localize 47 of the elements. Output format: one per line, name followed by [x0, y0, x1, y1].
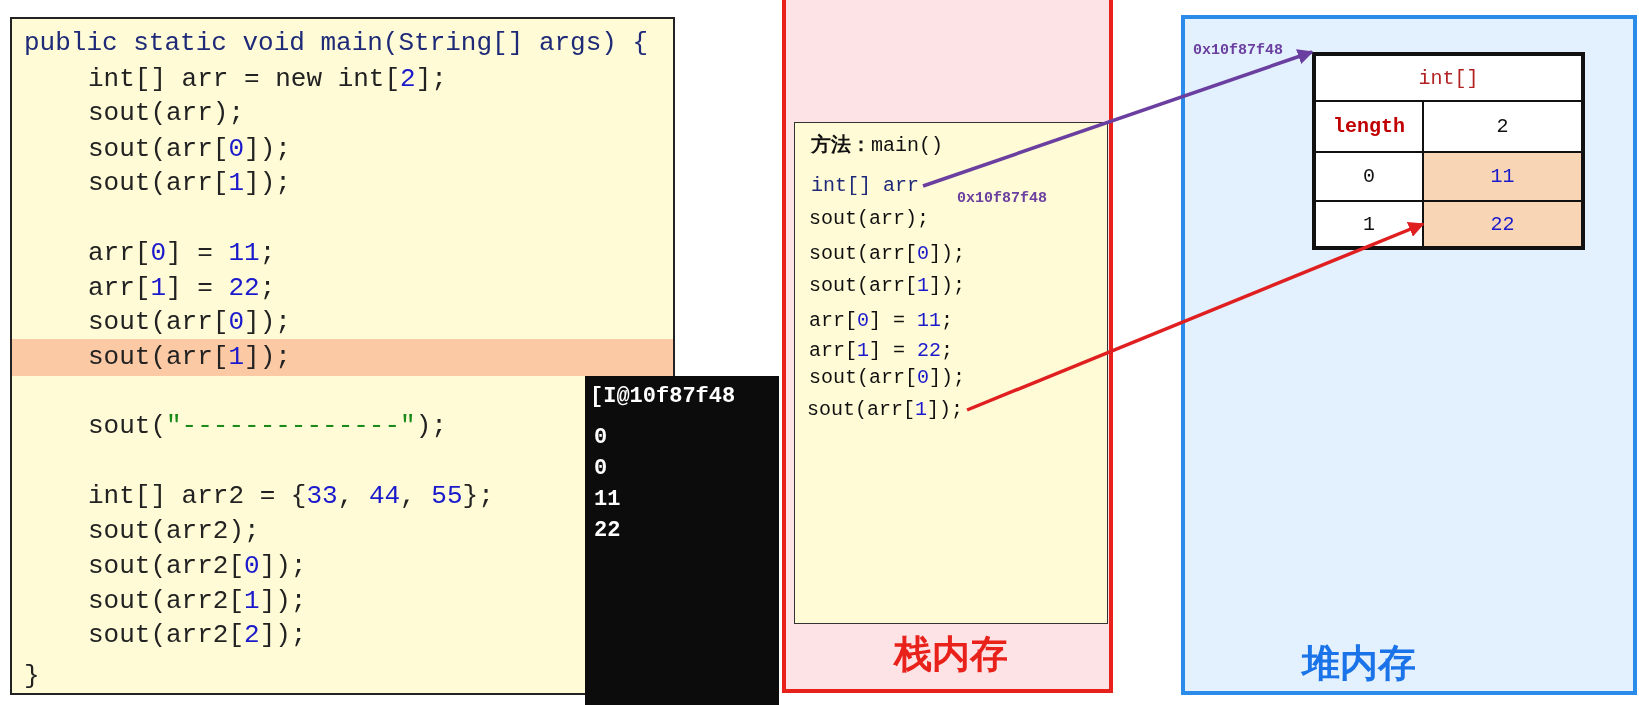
table-cell: 0 — [1315, 152, 1423, 201]
code-line: sout(arr[1]); — [88, 168, 291, 200]
code-line: sout(arr2[1]); — [88, 586, 307, 618]
code-line: int[] arr — [811, 174, 920, 198]
heap-memory-panel — [1181, 15, 1637, 695]
console-line: 0 — [594, 455, 608, 483]
console-line: 0 — [594, 424, 608, 452]
arrow — [966, 222, 1425, 412]
console-output-panel — [585, 376, 779, 705]
arrow — [922, 49, 1314, 188]
code-line: sout(arr[0]); — [809, 242, 966, 266]
address-label: 0x10f87f48 — [957, 190, 1047, 208]
code-line: sout(arr[0]); — [88, 307, 291, 339]
code-line: 方法：main() — [811, 134, 943, 158]
table-cell: 1 — [1315, 201, 1423, 247]
code-line: sout(arr[1]); — [88, 342, 291, 374]
code-line: sout(arr); — [88, 98, 245, 130]
address-label: 0x10f87f48 — [1193, 42, 1283, 60]
console-line: [I@10f87f48 — [590, 383, 736, 411]
code-line: sout(arr[0]); — [809, 366, 966, 390]
table-cell: length — [1315, 101, 1423, 152]
table-cell: 11 — [1423, 152, 1582, 201]
table-cell: 2 — [1423, 101, 1582, 152]
method-frame — [794, 122, 1108, 624]
code-line: } — [24, 661, 40, 693]
panel-title: 堆内存 — [1302, 641, 1416, 687]
code-line: arr[0] = 11; — [88, 238, 276, 270]
code-line: sout(arr); — [809, 207, 930, 231]
code-line: sout(arr2[2]); — [88, 620, 307, 652]
code-line: arr[1] = 22; — [809, 339, 954, 363]
stack-memory-panel — [782, 0, 1113, 693]
code-line: arr[1] = 22; — [88, 273, 276, 305]
console-line: 11 — [594, 486, 621, 514]
table-header: int[] — [1315, 55, 1582, 101]
code-line: sout(arr[0]); — [88, 134, 291, 166]
panel-title: 栈内存 — [894, 632, 1008, 678]
code-line: sout("--------------"); — [88, 411, 447, 443]
table-cell: 22 — [1423, 201, 1582, 247]
code-line: sout(arr2[0]); — [88, 551, 307, 583]
code-line: sout(arr[1]); — [807, 398, 964, 422]
code-line: arr[0] = 11; — [809, 309, 954, 333]
code-line: int[] arr2 = {33, 44, 55}; — [88, 481, 494, 513]
console-line: 22 — [594, 517, 621, 545]
code-line: int[] arr = new int[2]; — [88, 64, 447, 96]
code-line: public static void main(String[] args) { — [24, 28, 649, 60]
code-line: sout(arr[1]); — [809, 274, 966, 298]
code-line: sout(arr2); — [88, 516, 260, 548]
